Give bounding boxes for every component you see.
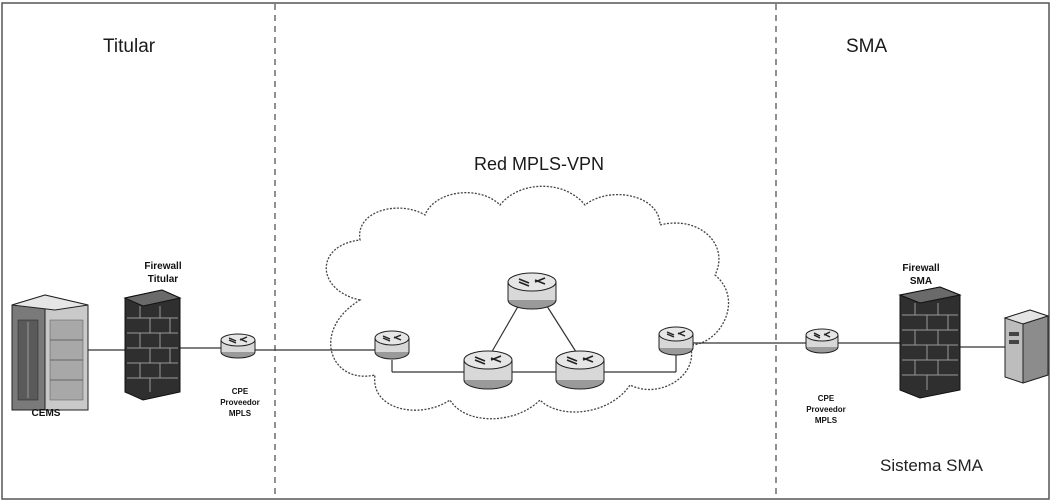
cems-server-icon xyxy=(11,294,89,411)
router-core-top-icon xyxy=(507,272,557,310)
cpe-left-label: CPE Proveedor MPLS xyxy=(220,387,260,418)
sma-server-icon xyxy=(1003,309,1050,384)
firewall-sma-icon xyxy=(898,286,962,399)
router-pe-right-icon xyxy=(658,326,694,356)
zone-title-sma: SMA xyxy=(846,36,888,57)
router-cpe-left-icon xyxy=(220,333,256,359)
cems-label: CEMS xyxy=(31,408,61,419)
zone-title-mpls: Red MPLS-VPN xyxy=(474,154,605,174)
sistema-sma-label: Sistema SMA xyxy=(880,456,983,475)
zone-title-titular: Titular xyxy=(103,36,156,57)
firewall-titular-icon xyxy=(123,289,182,401)
links xyxy=(88,302,1005,373)
link-top-right xyxy=(544,302,579,356)
firewall-sma-label: Firewall SMA xyxy=(902,263,940,287)
firewall-titular-label: Firewall Titular xyxy=(144,261,182,285)
router-core-right-icon xyxy=(555,350,605,390)
cpe-right-label: CPE Proveedor MPLS xyxy=(806,394,846,425)
link-top-left xyxy=(489,302,521,356)
router-cpe-right-icon xyxy=(805,328,839,354)
router-pe-left-icon xyxy=(374,330,410,360)
router-core-left-icon xyxy=(463,350,513,390)
